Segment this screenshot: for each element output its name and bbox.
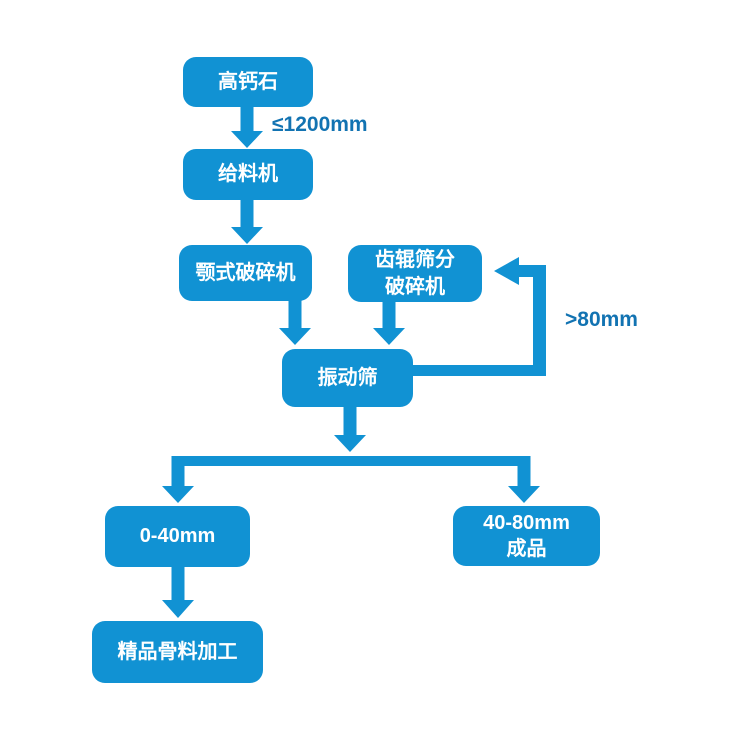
node-fine-aggregate-processing: 精品骨料加工	[92, 621, 263, 683]
node-jaw-crusher: 颚式破碎机	[179, 245, 312, 301]
split-bar	[171, 456, 531, 466]
arrow-source-to-feeder	[231, 106, 263, 148]
oversize-return-label: >80mm	[565, 308, 638, 331]
return-loop-bottom-line	[410, 365, 546, 376]
node-label-line2: 成品	[506, 538, 547, 560]
return-loop-top-line	[517, 265, 546, 277]
return-loop-arrowhead	[494, 257, 519, 285]
node-label: 颚式破碎机	[195, 261, 296, 284]
node-feeder: 给料机	[183, 149, 313, 200]
return-loop-vertical-line	[533, 265, 546, 376]
node-label-line2: 破碎机	[385, 275, 445, 298]
node-label: 高钙石	[218, 70, 278, 93]
node-source-material: 高钙石	[183, 57, 313, 107]
node-label: 给料机	[218, 163, 278, 186]
node-label: 精品骨料加工	[117, 640, 238, 663]
node-label-line1: 齿辊筛分	[375, 249, 455, 272]
feed-size-label: ≤1200mm	[272, 113, 368, 136]
arrow-screen-to-split	[334, 406, 366, 452]
arrow-split-to-40-80	[508, 456, 540, 503]
node-label: 0-40mm	[139, 525, 216, 548]
arrow-jaw-to-screen	[279, 299, 311, 345]
node-output-0-40mm: 0-40mm	[105, 506, 250, 567]
node-label: 振动筛	[317, 366, 378, 389]
node-roller-screen-crusher: 齿辊筛分 破碎机	[348, 245, 482, 302]
arrow-split-to-0-40	[162, 456, 194, 503]
arrow-roller-to-screen	[373, 300, 405, 345]
arrow-feeder-to-jaw-crusher	[231, 199, 263, 244]
node-output-40-80mm: 40-80mm 成品	[453, 506, 600, 566]
arrow-0-40-to-processing	[162, 566, 194, 618]
node-label-line1: 40-80mm	[483, 511, 570, 534]
node-vibrating-screen: 振动筛	[282, 349, 413, 407]
